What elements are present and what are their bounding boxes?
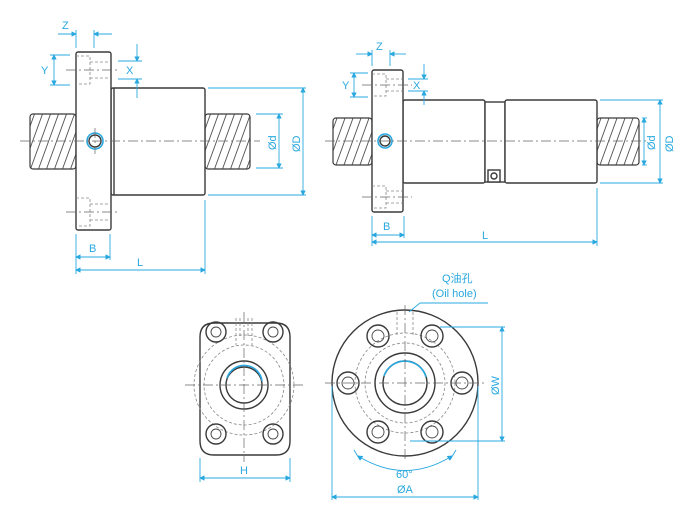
grease-fitting [487,169,501,183]
oil-hole-label-cn: Q油孔 [442,271,473,285]
screw-shaft-right [204,113,251,170]
dim-y: Y [41,65,49,77]
dim-bolt-circle-diameter: ØW [490,375,502,395]
dim-h: H [240,465,248,477]
round-flange-front-view: Q油孔 (Oil hole) ØW 60° ØA [325,271,505,500]
dim-b: B [89,243,96,255]
flange-outline [199,322,291,456]
nut-body-1 [402,99,486,184]
dim-y: Y [342,80,350,92]
dim-screw-diameter: Ød [267,135,279,150]
dim-angle: 60° [396,469,413,481]
dim-x: X [126,65,134,77]
oil-hole-label-en: (Oil hole) [432,288,477,300]
nut-body [110,87,206,196]
screw-shaft-right [596,117,640,166]
dim-outer-diameter: ØD [291,135,303,152]
nut-body-2 [504,99,598,184]
dim-l: L [137,257,143,269]
dim-outer-diameter: ØD [664,135,676,152]
bolt-holes [205,321,284,445]
screw-shaft-left [29,113,77,170]
single-nut-side-view: Z Y X ØD Ød B L [20,20,306,274]
dim-x: X [413,80,421,92]
dim-z: Z [62,20,69,32]
screw-shaft-left [332,117,373,166]
dim-z: Z [376,41,383,53]
dim-b: B [383,221,390,233]
square-flange-front-view: H [185,312,305,482]
dim-flange-diameter: ØA [397,484,414,496]
double-nut-side-view: Z Y X ØD Ød B L [325,41,676,246]
dim-l: L [482,230,488,242]
dim-screw-diameter: Ød [646,135,658,150]
